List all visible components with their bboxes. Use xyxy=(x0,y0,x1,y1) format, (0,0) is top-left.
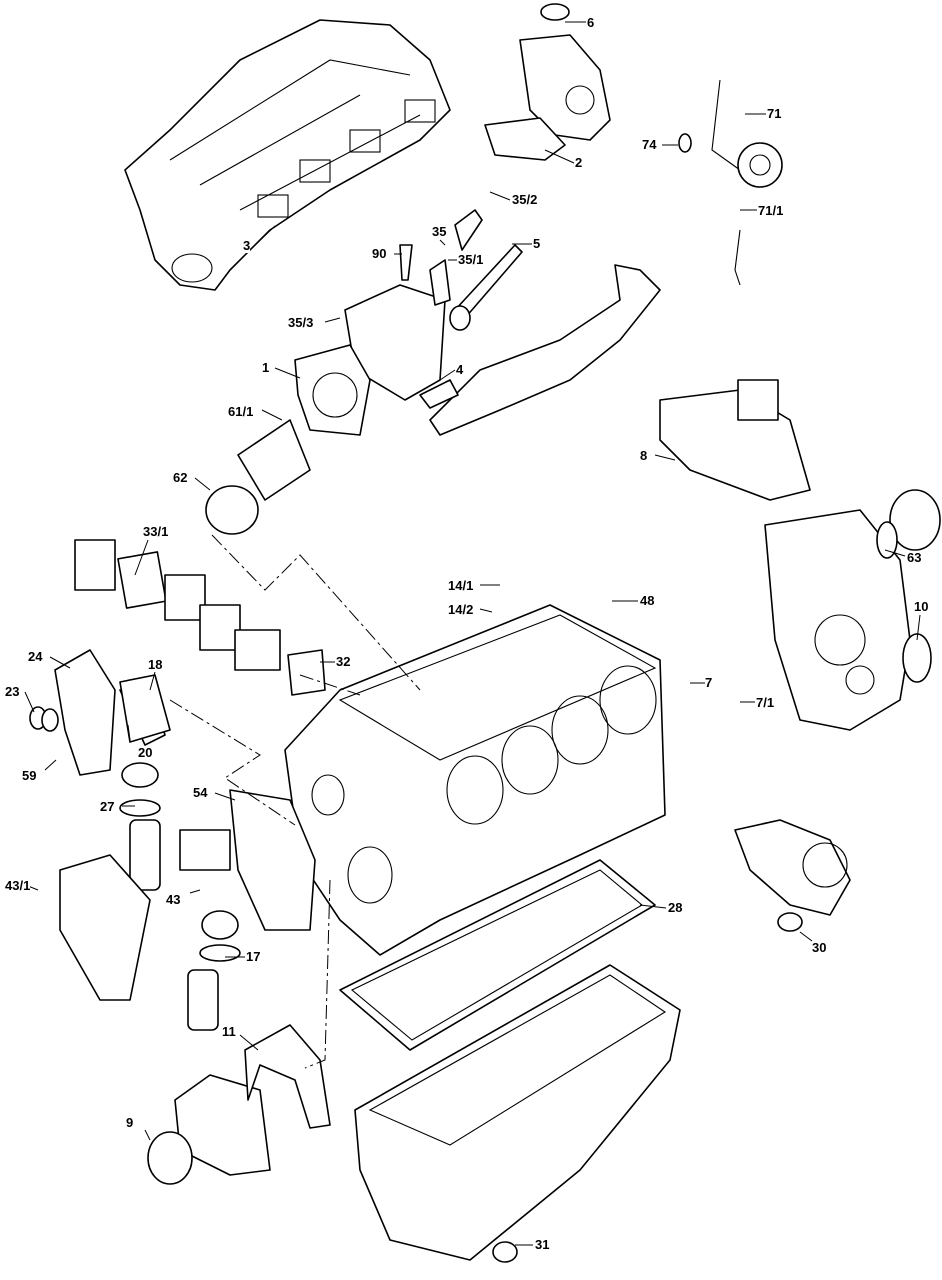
leader-line xyxy=(479,608,493,613)
leader-line xyxy=(916,614,921,641)
callout-17[interactable]: 17 xyxy=(246,949,261,964)
callout-27[interactable]: 27 xyxy=(100,799,115,814)
callout-24[interactable]: 24 xyxy=(28,649,43,664)
leader-line xyxy=(239,1034,259,1051)
callout-35-1[interactable]: 35/1 xyxy=(458,252,484,267)
leader-line xyxy=(44,759,57,771)
leader-line xyxy=(439,239,446,246)
leader-line xyxy=(144,1129,151,1141)
callout-1[interactable]: 1 xyxy=(262,360,270,375)
timing-case xyxy=(764,489,941,731)
callout-30[interactable]: 30 xyxy=(812,940,827,955)
leader-line xyxy=(544,149,575,164)
leader-line xyxy=(214,792,236,801)
cylinder-liner xyxy=(205,419,311,535)
callout-7-1[interactable]: 7/1 xyxy=(756,695,775,710)
leader-line xyxy=(49,656,71,669)
callout-18[interactable]: 18 xyxy=(148,657,163,672)
callout-35-2[interactable]: 35/2 xyxy=(512,192,538,207)
leader-line xyxy=(134,539,149,576)
leader-line xyxy=(261,409,283,421)
intake-manifold xyxy=(124,19,451,291)
leader-line xyxy=(254,225,276,246)
callout-35[interactable]: 35 xyxy=(432,224,447,239)
leader-line xyxy=(654,454,676,461)
callout-61-1[interactable]: 61/1 xyxy=(228,404,254,419)
callout-63[interactable]: 63 xyxy=(907,550,922,565)
leader-line xyxy=(324,317,341,323)
callout-31[interactable]: 31 xyxy=(535,1237,550,1252)
callout-33-1[interactable]: 33/1 xyxy=(143,524,169,539)
leader-line xyxy=(799,931,813,942)
exhaust-manifold xyxy=(419,264,661,436)
leader-line xyxy=(24,691,35,713)
callout-71[interactable]: 71 xyxy=(767,106,782,121)
leader-line xyxy=(149,671,156,691)
valve-cover xyxy=(484,3,611,161)
leader-line xyxy=(884,549,906,557)
callout-62[interactable]: 62 xyxy=(173,470,188,485)
callout-3[interactable]: 3 xyxy=(243,238,251,253)
oil-filter-assembly xyxy=(29,539,326,1031)
callout-48[interactable]: 48 xyxy=(640,593,655,608)
oil-pan xyxy=(339,859,681,1263)
leader-line xyxy=(127,724,131,741)
callout-11[interactable]: 11 xyxy=(222,1024,236,1039)
callout-43-1[interactable]: 43/1 xyxy=(5,878,31,893)
callout-90[interactable]: 90 xyxy=(372,246,387,261)
callout-2[interactable]: 2 xyxy=(575,155,583,170)
callout-59[interactable]: 59 xyxy=(22,768,37,783)
callout-6[interactable]: 6 xyxy=(587,15,595,30)
callout-43[interactable]: 43 xyxy=(166,892,181,907)
leader-line xyxy=(489,191,511,201)
leader-line xyxy=(189,889,201,894)
callout-5[interactable]: 5 xyxy=(533,236,541,251)
leader-line xyxy=(194,477,211,491)
leader-line xyxy=(274,367,301,379)
callout-10[interactable]: 10 xyxy=(914,599,929,614)
water-pump xyxy=(659,379,811,501)
callout-9[interactable]: 9 xyxy=(126,1115,134,1130)
callout-71-1[interactable]: 71/1 xyxy=(758,203,784,218)
callout-35-3[interactable]: 35/3 xyxy=(288,315,314,330)
callout-54[interactable]: 54 xyxy=(193,785,208,800)
callout-23[interactable]: 23 xyxy=(5,684,20,699)
cylinder-head xyxy=(294,209,523,436)
callout-7[interactable]: 7 xyxy=(705,675,713,690)
callout-28[interactable]: 28 xyxy=(668,900,683,915)
leader-line xyxy=(439,369,456,381)
callout-4[interactable]: 4 xyxy=(456,362,464,377)
callout-14-1[interactable]: 14/1 xyxy=(448,578,474,593)
callout-32[interactable]: 32 xyxy=(336,654,351,669)
callout-20[interactable]: 20 xyxy=(138,745,153,760)
callout-14-2[interactable]: 14/2 xyxy=(448,602,474,617)
engine-block xyxy=(284,604,666,956)
fuel-pump xyxy=(678,79,783,286)
leader-line xyxy=(639,904,667,909)
callout-74[interactable]: 74 xyxy=(642,137,657,152)
leader-lines xyxy=(24,21,921,1246)
oil-pump xyxy=(734,819,851,932)
crankshaft-seal-housing xyxy=(147,1024,331,1185)
callout-8[interactable]: 8 xyxy=(640,448,648,463)
